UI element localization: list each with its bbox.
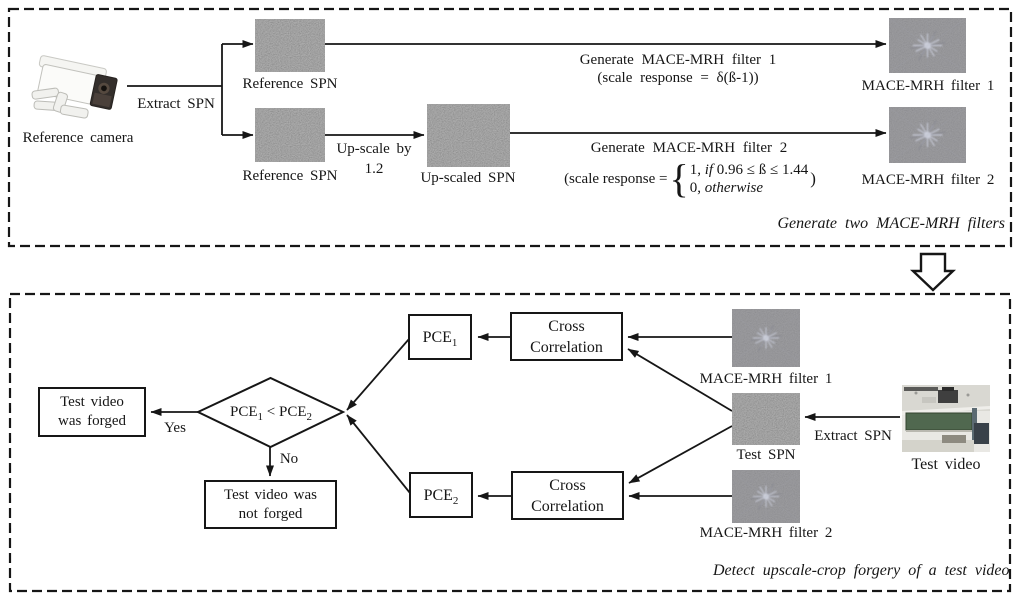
reference-camera-label: Reference camera xyxy=(22,130,134,146)
reference-spn-image-2 xyxy=(255,108,325,162)
formula-case-2: 0, otherwise xyxy=(689,180,764,196)
upscaled-spn-label: Up-scaled SPN xyxy=(420,170,516,186)
decision-label: PCE1 < PCE2 xyxy=(230,404,312,423)
result-not-forged-box: Test video was not forged xyxy=(204,480,337,529)
arrow-testspn-to-cc1 xyxy=(627,348,733,412)
extract-spn-label-bottom: Extract SPN xyxy=(814,428,892,444)
formula-brace: { xyxy=(669,156,689,201)
mace-mrh-filter-2-label-top: MACE-MRH filter 2 xyxy=(861,172,995,188)
top-section-caption: Generate two MACE-MRH filters xyxy=(777,215,1005,232)
test-spn-image xyxy=(732,393,800,445)
test-spn-label: Test SPN xyxy=(736,447,796,463)
upscale-by-label: Up-scale by xyxy=(336,141,412,157)
test-video-image xyxy=(902,385,990,452)
upscaled-spn-image xyxy=(427,104,510,167)
mace-mrh-filter-1-label-top: MACE-MRH filter 1 xyxy=(861,78,995,94)
mace-mrh-filter-2-label-bottom: MACE-MRH filter 2 xyxy=(699,525,833,541)
pce2-box: PCE2 xyxy=(409,472,473,518)
mace-mrh-filter-2-image-bottom xyxy=(732,470,800,523)
decision-diamond xyxy=(195,376,346,449)
yes-label: Yes xyxy=(164,420,186,436)
bottom-dashed-frame xyxy=(8,292,1012,593)
mace-mrh-filter-1-image-bottom xyxy=(732,309,800,367)
formula-suffix: ) xyxy=(810,169,816,188)
reference-spn-label-1: Reference SPN xyxy=(242,76,338,92)
pce1-box: PCE1 xyxy=(408,314,472,360)
mace-mrh-filter-1-label-bottom: MACE-MRH filter 1 xyxy=(699,371,833,387)
formula-prefix: (scale response = xyxy=(564,170,668,187)
mace-mrh-filter-1-image-top xyxy=(889,18,966,73)
cross-correlation-box-2: Cross Correlation xyxy=(511,471,624,520)
no-label: No xyxy=(279,451,299,467)
arrow-testspn-to-cc2 xyxy=(628,425,733,484)
test-video-label: Test video xyxy=(911,456,981,473)
cross-correlation-box-1: Cross Correlation xyxy=(510,312,623,361)
generate-filter1-text: Generate MACE-MRH filter 1 (scale respon… xyxy=(579,52,777,86)
extract-spn-label-top: Extract SPN xyxy=(137,96,215,112)
arrow-pce1-to-decision xyxy=(346,338,410,411)
top-dashed-frame xyxy=(7,7,1013,248)
mace-mrh-filter-2-image-top xyxy=(889,107,966,163)
result-forged-box: Test video was forged xyxy=(38,387,146,437)
arrow-pce2-to-decision xyxy=(346,414,411,494)
reference-spn-label-2: Reference SPN xyxy=(242,168,338,184)
formula-case-1: 1, if 0.96 ≤ ß ≤ 1.44 xyxy=(689,162,809,178)
upscale-factor-label: 1.2 xyxy=(364,161,384,177)
section-flow-arrow-icon xyxy=(909,252,957,292)
generate-filter2-title: Generate MACE-MRH filter 2 xyxy=(590,140,788,156)
bottom-section-caption: Detect upscale-crop forgery of a test vi… xyxy=(713,562,1010,579)
reference-spn-image-1 xyxy=(255,19,325,72)
reference-camera-image xyxy=(30,42,132,130)
filter2-scale-response-formula: (scale response = { 1, if 0.96 ≤ ß ≤ 1.4… xyxy=(540,156,840,202)
